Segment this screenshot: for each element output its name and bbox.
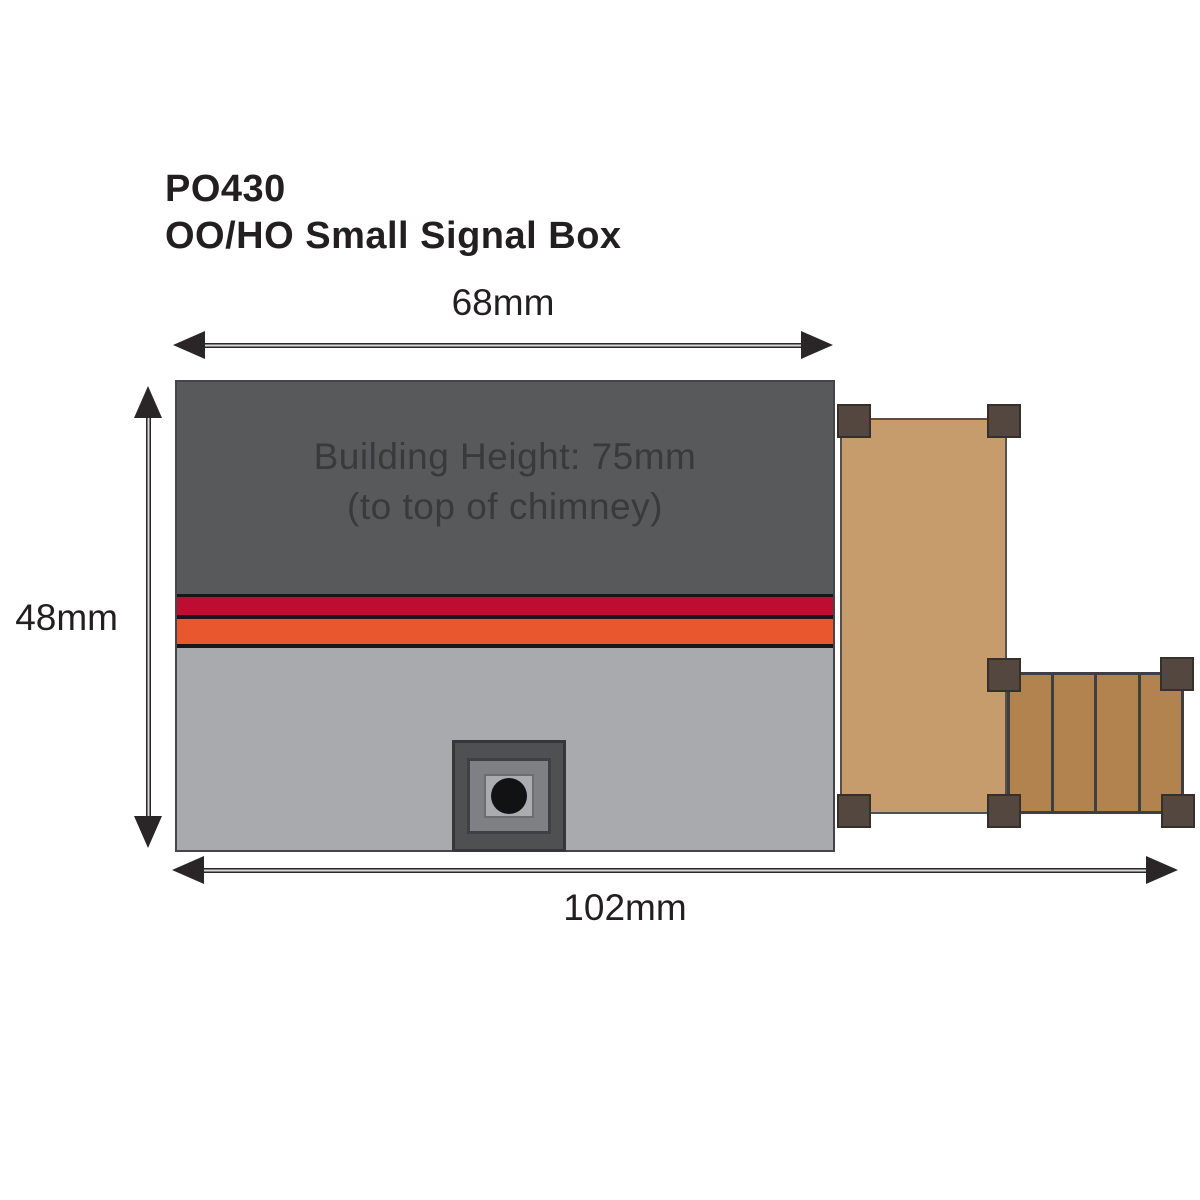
arrowhead-right-icon [1146, 856, 1178, 884]
left-height-dimension-line [146, 410, 151, 824]
top-width-label: 68mm [451, 282, 555, 323]
chimney-pot-base [484, 774, 534, 818]
step-tread [1094, 675, 1138, 811]
left-height-label: 48mm [15, 597, 118, 638]
platform-deck [840, 418, 1007, 814]
platform-post-top-left [837, 404, 871, 438]
stripe-divider [177, 594, 833, 597]
orange-stripe [177, 619, 833, 644]
building-height-note-line1: Building Height: 75mm [313, 436, 697, 477]
bottom-width-label: 102mm [563, 887, 687, 928]
step-tread [1010, 675, 1051, 811]
building-height-note-line2: (to top of chimney) [347, 486, 663, 527]
product-code: PO430 [165, 168, 286, 210]
stripe-divider [177, 615, 833, 619]
chimney-stack [467, 758, 551, 834]
steps-post-top-left [987, 658, 1021, 692]
steps [1007, 672, 1184, 814]
step-tread [1137, 675, 1181, 811]
arrowhead-right-icon [801, 331, 833, 359]
chimney-flue [491, 778, 527, 814]
chimney [452, 740, 566, 852]
platform-post-bottom-right [987, 794, 1021, 828]
building-height-note: Building Height: 75mm (to top of chimney… [177, 382, 833, 532]
step-tread [1050, 675, 1094, 811]
platform-post-top-right [987, 404, 1021, 438]
platform-post-bottom-left [837, 794, 871, 828]
steps-post-bottom-right [1161, 794, 1195, 828]
title-block: PO430 OO/HO Small Signal Box [165, 166, 622, 260]
bottom-width-dimension-line [195, 868, 1155, 873]
top-width-dimension-line [195, 343, 811, 348]
red-stripe [177, 597, 833, 615]
arrowhead-left-icon [172, 856, 204, 884]
stripe-divider [177, 644, 833, 648]
arrowhead-down-icon [134, 816, 162, 848]
product-name: OO/HO Small Signal Box [165, 215, 622, 257]
roof-section: Building Height: 75mm (to top of chimney… [177, 382, 833, 594]
arrowhead-left-icon [173, 331, 205, 359]
arrowhead-up-icon [134, 386, 162, 418]
steps-post-top-right [1160, 657, 1194, 691]
